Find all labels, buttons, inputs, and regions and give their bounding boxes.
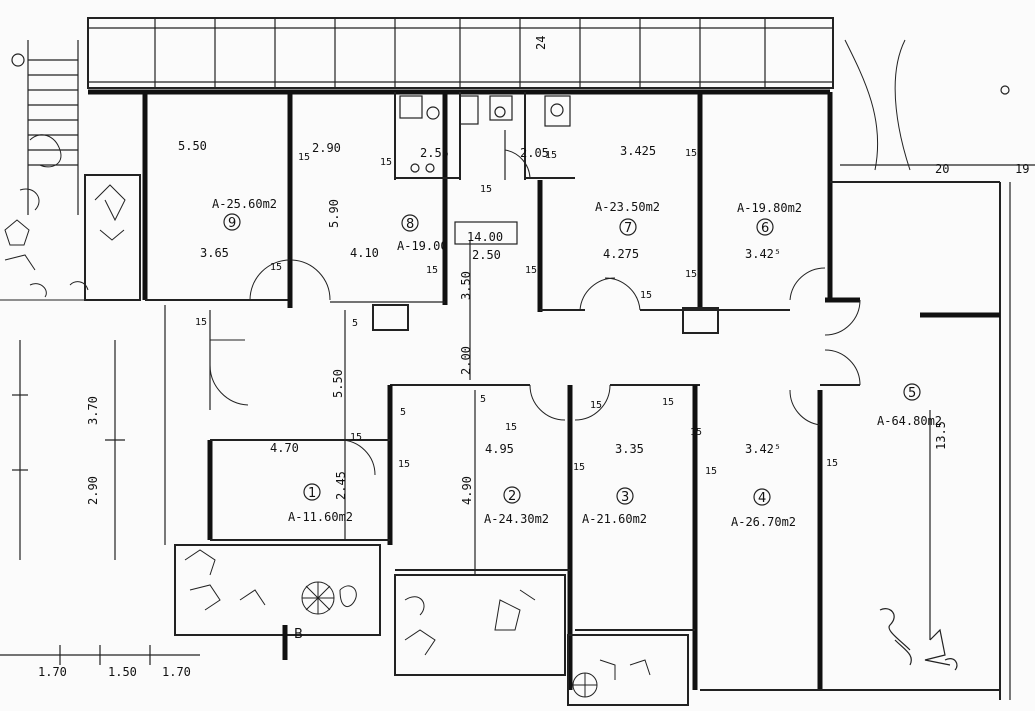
room-8-circle [401, 214, 419, 232]
room-1-number: 1 [308, 486, 316, 501]
wall-mark: 15 [426, 265, 438, 276]
room-9-depth: 3.65 [200, 246, 229, 260]
room-2-circle [503, 486, 521, 504]
room-6-area: A-19.80m2 [737, 201, 802, 215]
room-9-circle [223, 213, 241, 231]
room-7-circle [619, 218, 637, 236]
wall-mark: 15 [685, 269, 697, 280]
room-8-number: 8 [406, 217, 414, 232]
room-6-circle [756, 218, 774, 236]
dim-550-corridor: 5.50 [331, 369, 345, 398]
dim-290-left: 2.90 [86, 476, 100, 505]
wall-mark: 15 [705, 466, 717, 477]
room-5-depth: 13.5 [934, 421, 948, 450]
room-7-width: 3.425 [620, 144, 656, 158]
dim-1400: 14.00 [467, 230, 503, 244]
wall-mark: 15 [298, 152, 310, 163]
dim-bottom-150: 1.50 [108, 665, 137, 679]
dim-250: 2.50 [472, 248, 501, 262]
room-8-width: 4.10 [350, 246, 379, 260]
room-6-width: 3.42⁵ [745, 247, 781, 261]
room-1-circle [303, 483, 321, 501]
room-5-area: A-64.80m2 [877, 414, 942, 428]
room-4-area: A-26.70m2 [731, 515, 796, 529]
wall-mark: 15 [270, 262, 282, 273]
outer-walls [142, 92, 1011, 700]
room-9-number: 9 [228, 216, 236, 231]
signature [879, 608, 958, 671]
dim-200: 2.00 [459, 346, 473, 375]
wall-mark: 15 [640, 290, 652, 301]
room-2-number: 2 [508, 489, 516, 504]
room-3-area: A-21.60m2 [582, 512, 647, 526]
room-markers [223, 213, 921, 506]
dim-bottom-170a: 1.70 [38, 665, 67, 679]
room-8-depth: 5.90 [327, 199, 341, 228]
dim-350: 3.50 [459, 271, 473, 300]
wall-mark: 15 [350, 432, 362, 443]
room-4-circle [753, 488, 771, 506]
wall-mark: 15 [685, 148, 697, 159]
room-4-width: 3.42⁵ [745, 442, 781, 456]
wall-mark: 15 [195, 317, 207, 328]
room-7-depth: 4.275 [603, 247, 639, 261]
dim-255: 2.55 [420, 146, 449, 160]
wall-mark: 15 [480, 184, 492, 195]
dim-bottom-170b: 1.70 [162, 665, 191, 679]
wall-mark: 15 [690, 427, 702, 438]
room-7-number: 7 [624, 221, 632, 236]
room-8-area: A-19.00 [397, 239, 448, 253]
dim-205: 2.05 [520, 146, 549, 160]
room-5-number: 5 [908, 386, 916, 401]
wall-mark: 15 [505, 422, 517, 433]
letter-b: B [294, 627, 303, 642]
planters [174, 544, 689, 706]
room-9-width: 5.50 [178, 139, 207, 153]
dim-20: 20 [935, 162, 949, 176]
room-2-area: A-24.30m2 [484, 512, 549, 526]
wc-block [399, 92, 571, 245]
wall-mark: 15 [662, 397, 674, 408]
interior-walls-top [287, 92, 1000, 334]
room-3-number: 3 [621, 490, 629, 505]
wall-mark: 15 [545, 150, 557, 161]
top-facade [87, 17, 834, 95]
room-1-area: A-11.60m2 [288, 510, 353, 524]
room-5-circle [903, 383, 921, 401]
room-1-width: 4.70 [270, 441, 299, 455]
room-7-area: A-23.50m2 [595, 200, 660, 214]
room-2-depth: 4.90 [460, 476, 474, 505]
dim-19: 19 [1015, 162, 1029, 176]
wall-mark: 15 [380, 157, 392, 168]
wall-mark: 5 [352, 318, 358, 329]
wall-mark: 5 [480, 394, 486, 405]
room-9-area: A-25.60m2 [212, 197, 277, 211]
wall-mark: 15 [525, 265, 537, 276]
dim-370: 3.70 [86, 396, 100, 425]
room-1-depth: 2.45 [334, 471, 348, 500]
room-4-number: 4 [758, 491, 766, 506]
left-garden [0, 40, 141, 301]
wall-mark: 15 [573, 462, 585, 473]
room-3-circle [616, 487, 634, 505]
wall-mark: 5 [400, 407, 406, 418]
right-trees [840, 39, 1035, 171]
dimension-lines [0, 240, 931, 665]
door-swings [209, 259, 861, 476]
dim-24: 24 [534, 36, 548, 50]
wall-mark: 15 [398, 459, 410, 470]
room-3-width: 3.35 [615, 442, 644, 456]
room-2-width: 4.95 [485, 442, 514, 456]
dim-290: 2.90 [312, 141, 341, 155]
wall-mark: 15 [590, 400, 602, 411]
room-6-number: 6 [761, 221, 769, 236]
interior-walls-bottom [210, 384, 860, 690]
wall-mark: 15 [826, 458, 838, 469]
